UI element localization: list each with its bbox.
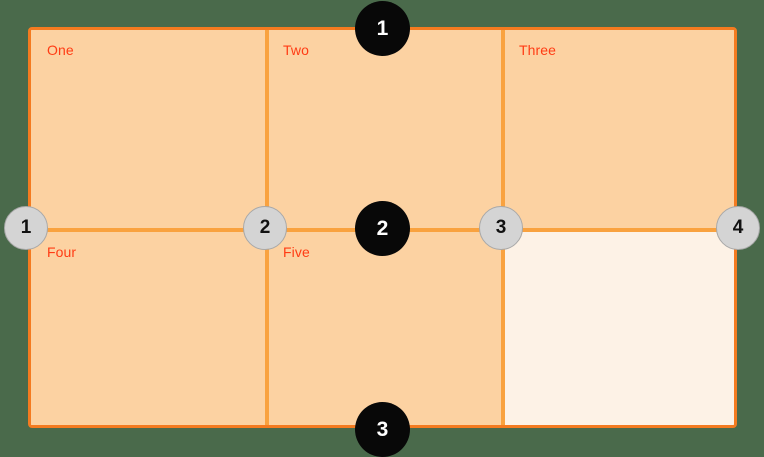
grid-cell-one[interactable]: One [31,30,265,228]
grid-frame: One Two Three Four Five [28,27,737,428]
row-badge-1[interactable]: 1 [355,1,410,56]
grid-cell-empty[interactable] [503,232,734,425]
column-badge-2[interactable]: 2 [243,206,287,250]
row-badge-2[interactable]: 2 [355,201,410,256]
column-badge-3[interactable]: 3 [479,206,523,250]
column-badge-4[interactable]: 4 [716,206,760,250]
row-badge-3[interactable]: 3 [355,402,410,457]
grid-cell-three[interactable]: Three [503,30,734,228]
column-badge-1[interactable]: 1 [4,206,48,250]
grid-cell-label: Two [283,42,309,58]
grid-cell-label: One [47,42,74,58]
grid-cell-label: Three [519,42,557,58]
grid-cell-five[interactable]: Five [267,232,501,425]
grid-cell-four[interactable]: Four [31,232,265,425]
grid-cell-label: Five [283,244,310,260]
grid-cell-label: Four [47,244,77,260]
grid-cell-two[interactable]: Two [267,30,501,228]
